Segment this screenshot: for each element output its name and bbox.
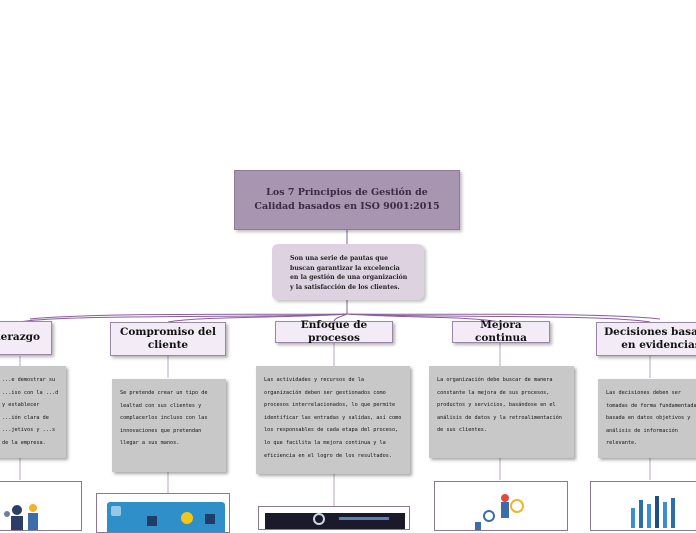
desc-mejora-continua: La organización debe buscar de manera co… — [429, 366, 574, 458]
image-compromiso-cliente — [96, 493, 230, 533]
desc-text: La organización debe buscar de manera co… — [437, 377, 562, 434]
connector-lines — [19, 230, 661, 506]
topic-title: Decisiones basadas en evidencias — [604, 325, 696, 351]
desc-enfoque-procesos: Las actividades y recursos de la organiz… — [256, 366, 410, 474]
topic-liderazgo[interactable]: Liderazgo — [0, 321, 52, 355]
desc-text: Se pretende crear un tipo de lealtad con… — [120, 390, 208, 447]
image-enfoque-procesos — [258, 506, 410, 530]
customer-icons — [107, 502, 225, 532]
subtitle-node[interactable]: Son una serie de pautas que buscan garan… — [272, 244, 424, 300]
image-mejora-continua — [434, 481, 568, 531]
desc-text: Las decisiones deben ser tomadas de form… — [606, 390, 696, 447]
topic-title: Enfoque de procesos — [300, 318, 368, 344]
topic-title: Compromiso del cliente — [119, 325, 217, 351]
image-liderazgo — [0, 481, 82, 531]
desc-decisiones-evidencias: Las decisiones deben ser tomadas de form… — [598, 379, 696, 458]
topic-decisiones-evidencias[interactable]: Decisiones basadas en evidencias — [596, 322, 696, 356]
subtitle-text: Son una serie de pautas que buscan garan… — [290, 255, 408, 291]
topic-compromiso-cliente[interactable]: Compromiso del cliente — [110, 322, 226, 356]
process-icon — [265, 513, 405, 529]
topic-mejora-continua[interactable]: Mejora continua — [452, 318, 550, 344]
topic-title: Mejora continua — [475, 318, 527, 344]
desc-text: ...e demostrar su ...iso con la ...d y e… — [2, 377, 59, 446]
desc-liderazgo: ...e demostrar su ...iso con la ...d y e… — [0, 366, 66, 458]
people-icon — [4, 504, 38, 530]
desc-text: Las actividades y recursos de la organiz… — [264, 377, 402, 459]
improvement-icon — [475, 494, 524, 530]
main-title: Los 7 Principios de Gestión de Calidad b… — [254, 186, 440, 212]
topic-title: Liderazgo — [0, 331, 41, 344]
image-decisiones-evidencias — [590, 481, 696, 531]
data-chart-icon — [631, 496, 675, 528]
topic-enfoque-procesos[interactable]: Enfoque de procesos — [275, 318, 393, 344]
desc-compromiso-cliente: Se pretende crear un tipo de lealtad con… — [112, 379, 226, 472]
main-title-node[interactable]: Los 7 Principios de Gestión de Calidad b… — [234, 170, 460, 230]
